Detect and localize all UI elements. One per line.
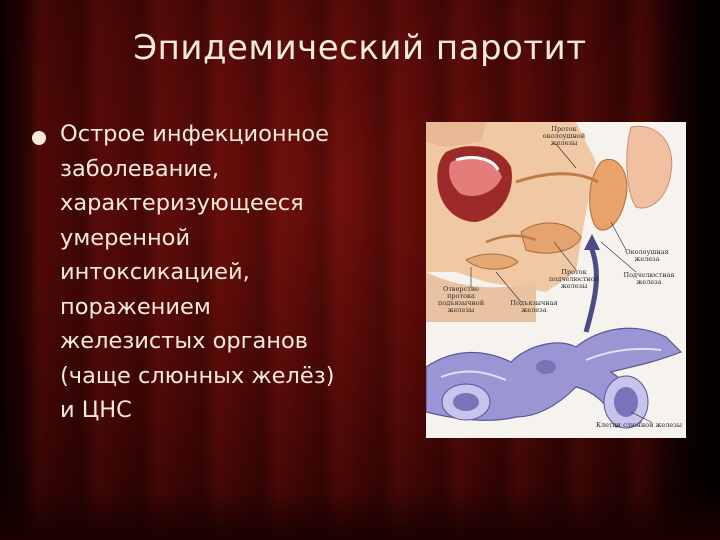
label-submandibular-duct: Проток подчелюстной железы (549, 268, 599, 290)
bullet-line: умеренной (60, 224, 191, 251)
salivary-gland-illustration: Проток околоушной железы Околоушная желе… (426, 122, 686, 438)
bullet-line: (чаще слюнных желёз) (60, 362, 335, 389)
curtain-shadow-left (0, 0, 40, 540)
bullet-line: железистых органов (60, 328, 309, 354)
bullet-line: заболевание, (60, 155, 219, 182)
slide-title: Эпидемический паротит (133, 28, 587, 68)
anatomy-drawing (426, 122, 683, 429)
bullet-line: характеризующееся (60, 190, 304, 216)
bullet-text: Острое инфекционное заболевание, характе… (60, 117, 420, 428)
label-salivary-gland-cells: Клетки слюнной железы (596, 421, 682, 429)
bullet-line: и ЦНС (60, 397, 132, 423)
label-submandibular-gland: Подчелюстная железа (623, 271, 675, 286)
label-parotid-duct: Проток околоушной железы (542, 125, 586, 147)
bullet-line: Острое инфекционное (60, 121, 329, 147)
bullet-line: интоксикацией, (60, 259, 250, 285)
label-parotid-gland: Околоушная железа (625, 248, 669, 263)
bullet-dot-icon (32, 131, 46, 145)
bullet-line: поражением (60, 293, 211, 320)
curtain-shadow-bottom (0, 490, 720, 540)
label-sublingual-duct-opening: Отверстие протока подъязычной железы (437, 285, 485, 314)
label-sublingual-gland: Подъязычная железа (510, 299, 558, 314)
